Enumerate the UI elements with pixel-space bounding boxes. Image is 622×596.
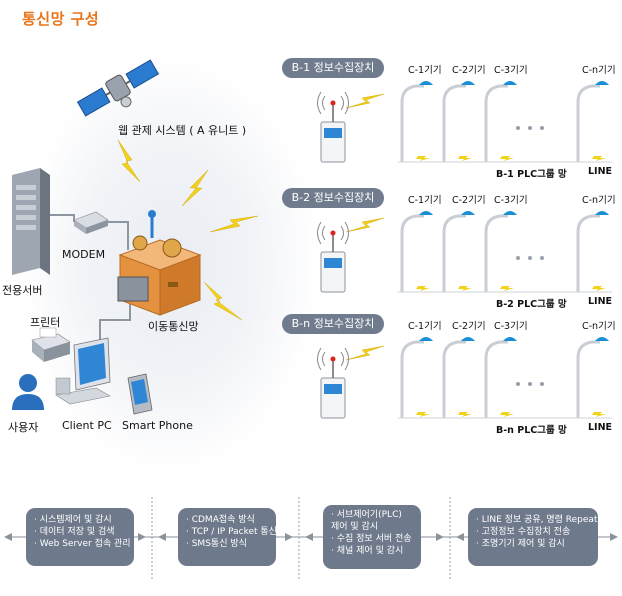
bottom-box-server: · 시스템제어 및 감시 · 데이터 저장 및 검색 · Web Server … xyxy=(26,508,134,566)
collector-device-icon xyxy=(317,91,349,163)
device-label: C-1기기 xyxy=(408,195,442,206)
ellipsis-dot xyxy=(528,126,532,130)
collector-label: B-2 정보수집장치 xyxy=(282,188,384,208)
modem-label: MODEM xyxy=(62,248,106,261)
street-lamp-icon xyxy=(576,81,609,162)
signal-bolt-icon xyxy=(416,412,430,417)
box-line: · 수집 정보 서버 전송 xyxy=(331,534,412,544)
box-line: · 고정정보 수집장치 전송 xyxy=(476,527,571,537)
device-label: C-3기기 xyxy=(494,195,528,206)
street-lamp-icon xyxy=(442,337,475,418)
device-label: C-n기기 xyxy=(582,321,616,332)
user-label: 사용자 xyxy=(8,421,39,434)
box-line: · CDMA접속 방식 xyxy=(186,515,255,525)
signal-bolt-icon xyxy=(416,156,430,161)
bottom-box-communication: · CDMA접속 방식 · TCP / IP Packet 통신 · SMS통신… xyxy=(178,508,277,566)
satellite-icon xyxy=(76,59,160,117)
mobile-network-label: 이동통신망 xyxy=(148,320,199,333)
signal-bolt-icon xyxy=(458,412,472,417)
signal-bolt-icon xyxy=(500,286,514,291)
signal-bolt-icon xyxy=(500,412,514,417)
street-lamp-icon xyxy=(442,81,475,162)
line-label: LINE xyxy=(588,422,613,433)
mobile-network-icon xyxy=(117,210,202,316)
bottom-box-line: · LINE 정보 공유, 명령 Repeat · 고정정보 수집장치 전송 ·… xyxy=(468,508,598,566)
lightning-icons xyxy=(117,139,259,321)
client-pc-label: Client PC xyxy=(62,419,112,432)
ellipsis-dot xyxy=(516,382,520,386)
collector-device-icon xyxy=(317,221,349,293)
signal-bolt-icon xyxy=(416,286,430,291)
line-label: LINE xyxy=(588,166,613,177)
box-line: · 시스템제어 및 감시 xyxy=(34,515,112,525)
ellipsis-dot xyxy=(528,256,532,260)
device-label: C-2기기 xyxy=(452,65,486,76)
street-lamp-icon xyxy=(484,337,517,418)
device-label: C-n기기 xyxy=(582,195,616,206)
box-line: · TCP / IP Packet 통신 xyxy=(186,527,277,537)
box-line: · LINE 정보 공유, 명령 Repeat xyxy=(476,515,598,525)
device-label: C-3기기 xyxy=(494,321,528,332)
street-lamp-icon xyxy=(442,211,475,292)
device-label: C-3기기 xyxy=(494,65,528,76)
box-line: · 서브제어기(PLC) xyxy=(331,510,402,520)
box-line: · Web Server 접속 관리 xyxy=(34,539,131,549)
street-lamp-icon xyxy=(576,337,609,418)
ellipsis-dot xyxy=(540,126,544,130)
bottom-arrow-heads xyxy=(4,533,618,541)
device-label: C-1기기 xyxy=(408,321,442,332)
signal-bolt-icon xyxy=(592,286,606,291)
plc-group-label: B-n PLC그룹 망 xyxy=(496,425,567,436)
collector-lightning-icons xyxy=(345,93,385,361)
street-lamp-icon xyxy=(484,81,517,162)
page-title: 통신망 구성 xyxy=(22,10,100,28)
user-icon xyxy=(12,374,44,410)
collector-label: B-1 정보수집장치 xyxy=(282,58,384,78)
box-line: · 데이터 저장 및 검색 xyxy=(34,527,115,537)
box-line: · 채널 제어 및 감시 xyxy=(331,546,404,556)
box-line: 제어 및 감시 xyxy=(331,522,379,532)
plc-group-label: B-2 PLC그룹 망 xyxy=(496,299,567,310)
server-label: 전용서버 xyxy=(2,284,43,297)
line-label: LINE xyxy=(588,296,613,307)
street-lamp-icon xyxy=(400,81,433,162)
box-line: · 조명기기 제어 및 감시 xyxy=(476,539,565,549)
street-lamp-icon xyxy=(576,211,609,292)
printer-label: 프린터 xyxy=(30,316,61,329)
street-lamp-icon xyxy=(400,211,433,292)
device-label: C-2기기 xyxy=(452,321,486,332)
ellipsis-dot xyxy=(528,382,532,386)
ellipsis-dot xyxy=(540,382,544,386)
signal-bolt-icon xyxy=(458,286,472,291)
signal-bolt-icon xyxy=(592,412,606,417)
bottom-dividers xyxy=(151,497,451,580)
device-label: C-2기기 xyxy=(452,195,486,206)
modem-icon xyxy=(73,211,109,234)
web-system-label: 웹 관제 시스템 ( A 유니트 ) xyxy=(118,124,247,137)
ellipsis-dot xyxy=(540,256,544,260)
signal-bolt-icon xyxy=(458,156,472,161)
signal-bolt-icon xyxy=(500,156,514,161)
smart-phone-icon xyxy=(127,373,153,415)
street-lamp-icon xyxy=(484,211,517,292)
server-icon xyxy=(12,168,50,275)
box-line: · SMS통신 방식 xyxy=(186,539,247,549)
printer-icon xyxy=(31,327,71,362)
plc-group-label: B-1 PLC그룹 망 xyxy=(496,169,567,180)
signal-bolt-icon xyxy=(592,156,606,161)
device-label: C-1기기 xyxy=(408,65,442,76)
collector-label: B-n 정보수집장치 xyxy=(282,314,384,334)
client-pc-icon xyxy=(55,337,111,405)
bottom-box-collector: · 서브제어기(PLC) 제어 및 감시 · 수집 정보 서버 전송 · 채널 … xyxy=(323,505,421,569)
street-lamp-icon xyxy=(400,337,433,418)
device-label: C-n기기 xyxy=(582,65,616,76)
ellipsis-dot xyxy=(516,256,520,260)
collector-device-icon xyxy=(317,347,349,419)
ellipsis-dot xyxy=(516,126,520,130)
smart-phone-label: Smart Phone xyxy=(122,419,193,432)
